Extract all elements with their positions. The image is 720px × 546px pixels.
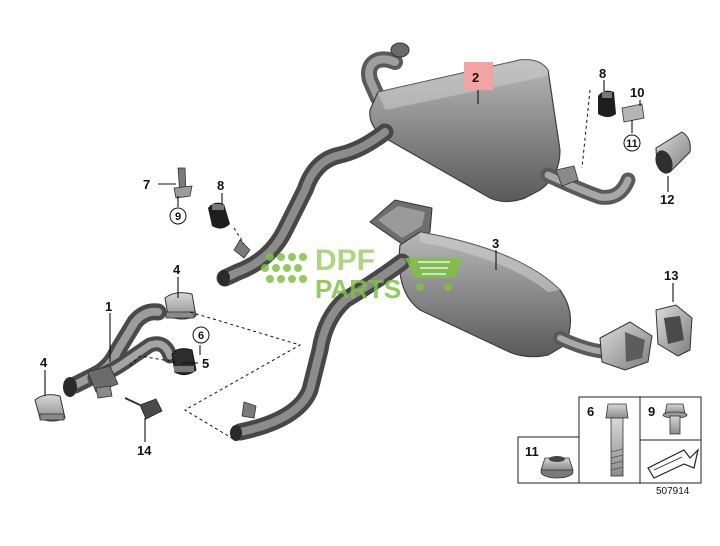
legend-label-9: 9 <box>648 404 655 419</box>
fastener-legend: 11 6 9 <box>517 396 702 484</box>
callout-13: 13 <box>664 268 678 283</box>
callout-11: 11 <box>626 138 638 150</box>
callout-4-middle: 4 <box>173 262 181 277</box>
callout-8-left: 8 <box>217 178 224 193</box>
watermark-line2: PARTS <box>315 274 401 304</box>
flange-nut-icon <box>540 456 574 479</box>
tailpipe-tip <box>655 131 691 174</box>
callout-2: 2 <box>472 70 479 85</box>
callout-10: 10 <box>630 85 644 100</box>
callout-4-left: 4 <box>40 355 48 370</box>
clamp-left <box>34 394 66 422</box>
front-pipe <box>63 303 178 399</box>
watermark-line1: DPF <box>315 244 375 277</box>
flange-bolt-icon <box>662 403 688 435</box>
cart-icon <box>405 258 462 291</box>
callout-3: 3 <box>492 236 499 251</box>
hanger-7 <box>173 167 193 199</box>
callout-12: 12 <box>660 192 674 207</box>
callout-14: 14 <box>137 443 152 458</box>
leader-lines <box>44 80 674 442</box>
rubber-hanger-right <box>598 90 616 117</box>
callout-highlight <box>464 62 493 90</box>
watermark-logo: DPF PARTS <box>261 244 462 304</box>
callout-7: 7 <box>143 177 150 192</box>
legend-label-11: 11 <box>525 444 539 459</box>
reference-number: 507914 <box>656 486 690 497</box>
callout-numbers: 2 3 1 4 4 5 7 8 8 10 12 13 14 9 6 11 <box>40 66 678 458</box>
arrow-icon <box>647 448 700 479</box>
rubber-hanger-left <box>208 202 230 229</box>
legend-label-6: 6 <box>587 404 594 419</box>
clamp-middle <box>164 292 197 320</box>
bracket-10 <box>621 103 645 123</box>
intermediate-pipe-lower <box>230 253 411 441</box>
callout-9: 9 <box>175 211 181 223</box>
bracket-14 <box>124 397 163 420</box>
trim-13 <box>655 304 693 357</box>
grid-dots-icon <box>261 253 307 283</box>
callout-8-right: 8 <box>599 66 606 81</box>
bolt-icon <box>605 403 629 477</box>
rear-muffler-upper <box>361 42 636 205</box>
callout-6: 6 <box>198 330 204 342</box>
callout-5: 5 <box>202 356 209 371</box>
rear-muffler-lower <box>369 199 653 371</box>
rubber-mount <box>171 348 197 376</box>
callout-1: 1 <box>105 299 112 314</box>
intermediate-pipe-upper <box>216 123 394 287</box>
